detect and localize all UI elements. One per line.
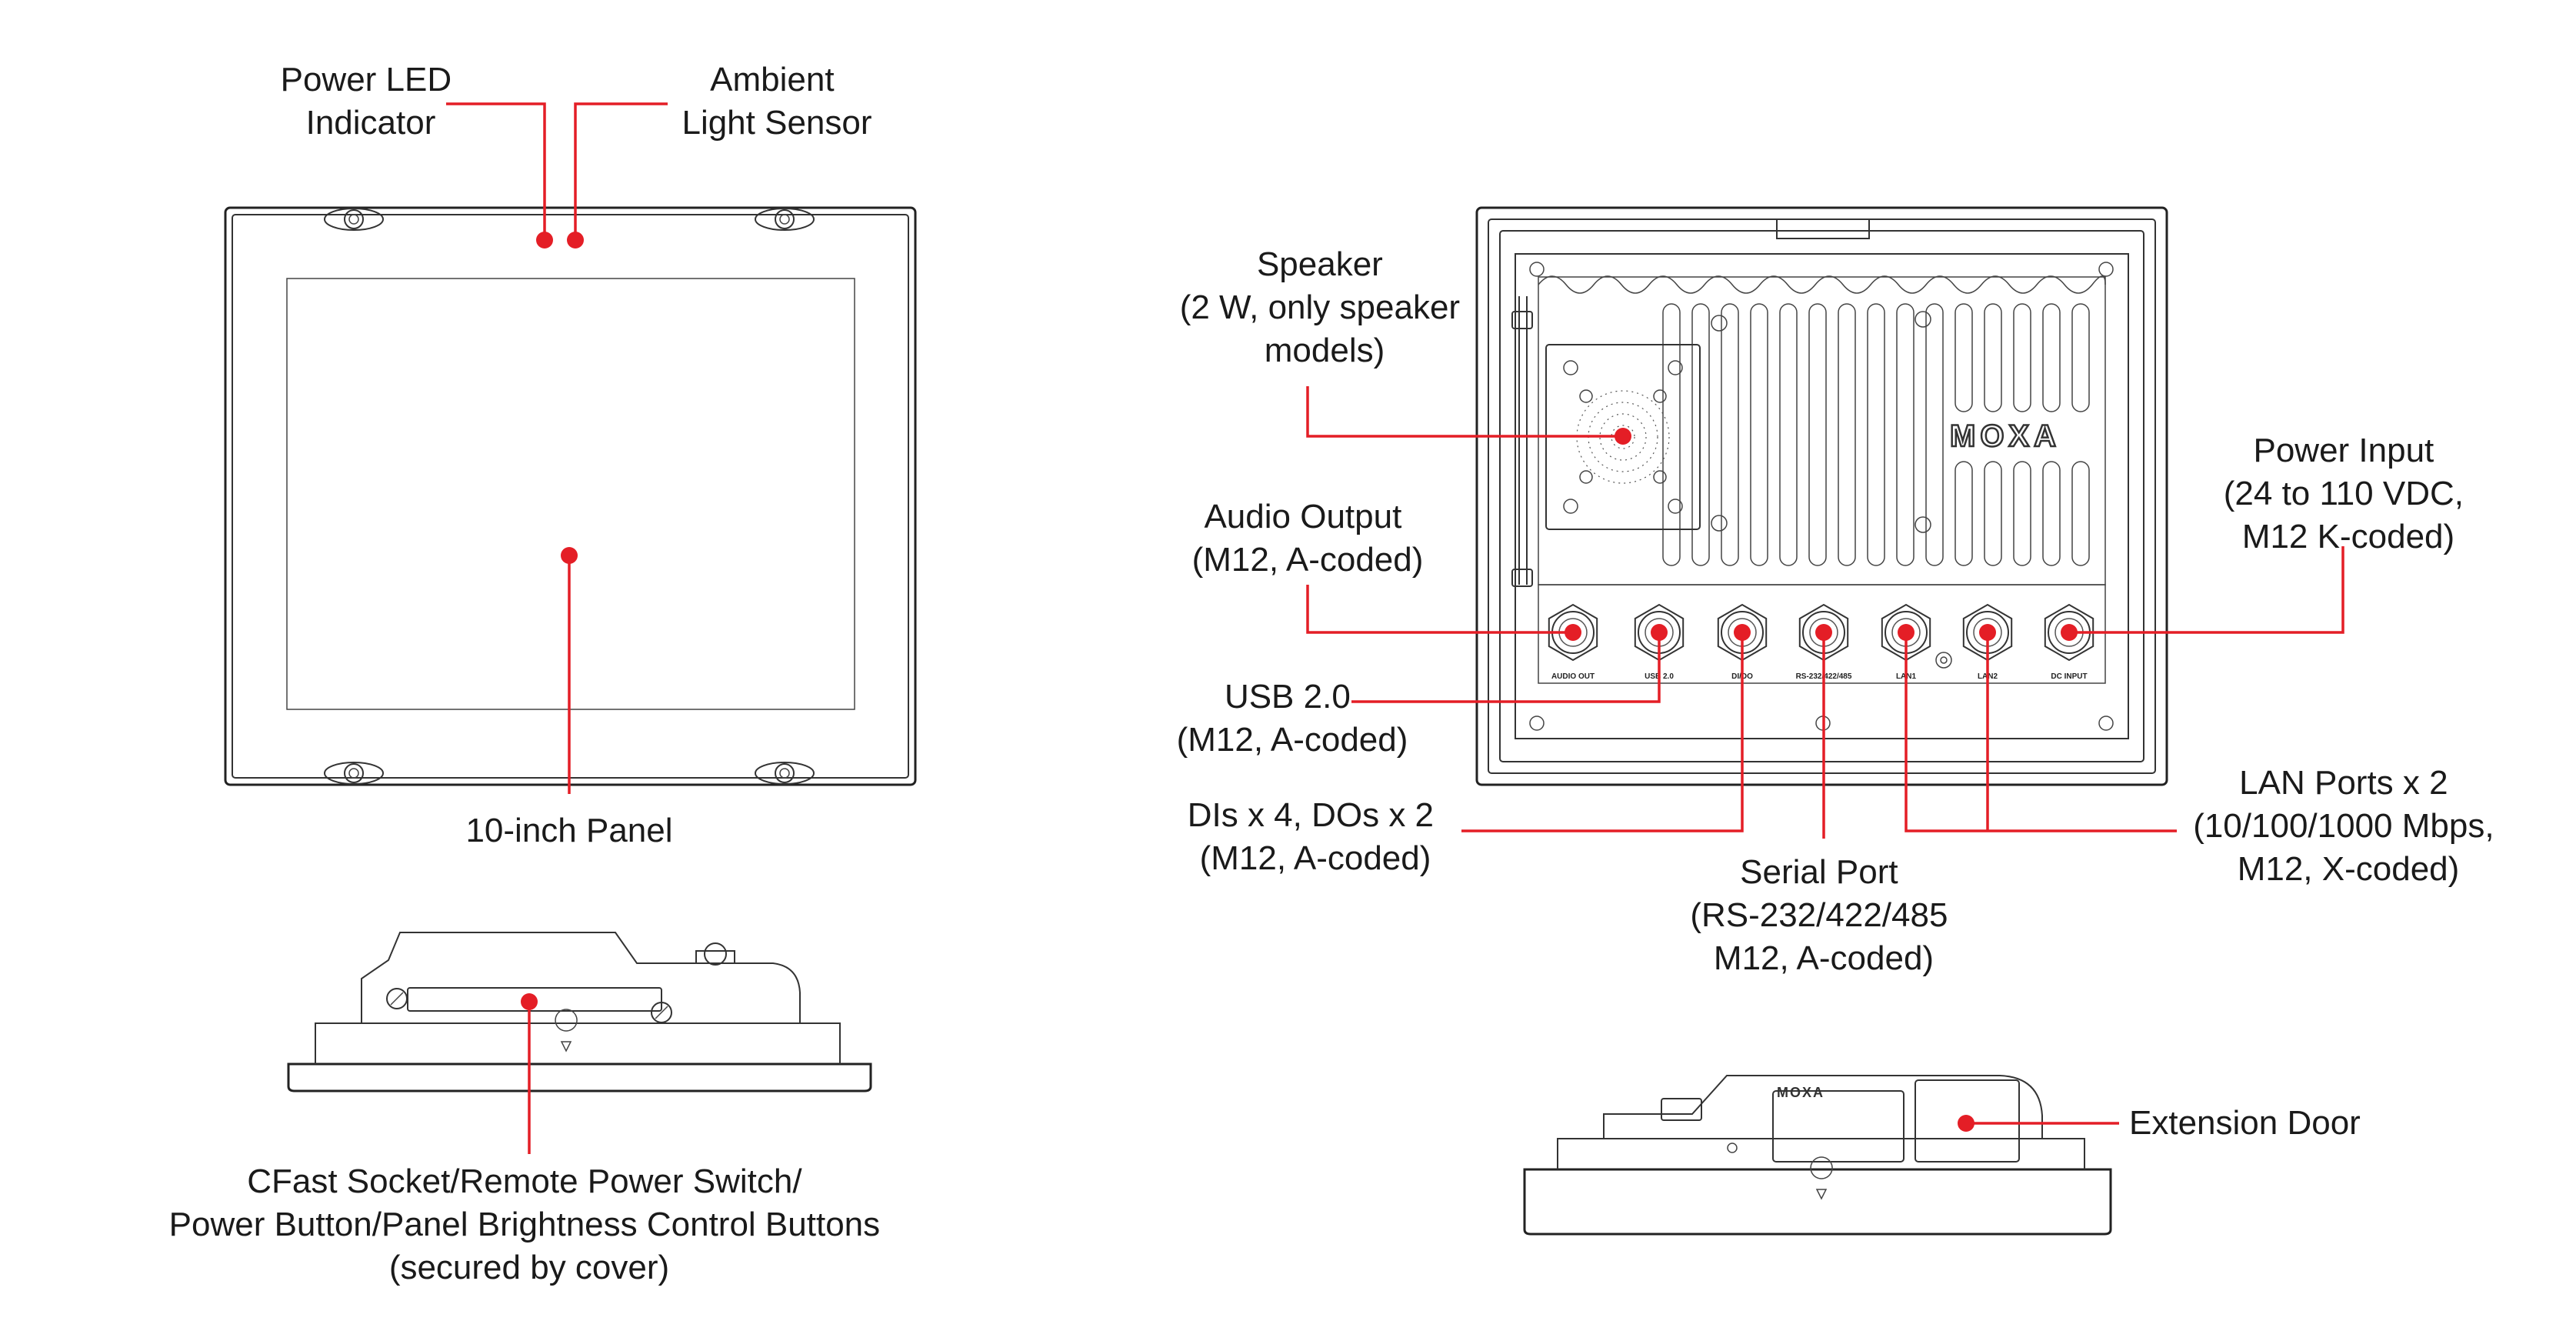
side-brand-logo: MOXA: [1777, 1085, 1825, 1100]
rear-corner-screws: [1529, 262, 2114, 731]
callout-dots: [521, 232, 1974, 1132]
cfast-cover-screws: [386, 988, 672, 1023]
label-speaker: Speaker (2 W, only speaker models): [1180, 245, 1470, 369]
dot-speaker: [1615, 428, 1631, 445]
label-usb: USB 2.0 (M12, A-coded): [1177, 678, 1408, 759]
leader-power-led: [446, 102, 546, 240]
dot-panel: [561, 547, 578, 564]
m12-port: AUDIO OUT: [1548, 603, 1598, 681]
dot-extension-door: [1958, 1115, 1974, 1132]
label-lan: LAN Ports x 2 (10/100/1000 Mbps, M12, X-…: [2193, 764, 2504, 888]
label-dio: DIs x 4, DOs x 2 (M12, A-coded): [1188, 796, 1444, 877]
m12-port: DC INPUT: [2044, 603, 2094, 681]
speaker-plate: [1545, 344, 1701, 530]
label-power-input: Power Input (24 to 110 VDC, M12 K-coded): [2224, 432, 2473, 555]
leader-lines: [446, 102, 2344, 1154]
leader-audio-output: [1306, 585, 1573, 634]
dot-cfast: [521, 993, 538, 1010]
label-extension-door: Extension Door: [2129, 1104, 2361, 1142]
front-screw-bosses: [324, 208, 815, 785]
rear-side-view: MOXA: [1523, 1075, 2112, 1236]
label-panel: 10-inch Panel: [465, 812, 672, 849]
label-ambient-light: Ambient Light Sensor: [681, 61, 871, 142]
leader-dio: [1461, 632, 1744, 832]
callout-labels: Power LED Indicator Ambient Light Sensor…: [169, 61, 2504, 1286]
label-audio-output: Audio Output (M12, A-coded): [1192, 498, 1424, 579]
label-cfast: CFast Socket/Remote Power Switch/ Power …: [169, 1163, 890, 1286]
label-power-led: Power LED Indicator: [281, 61, 462, 142]
label-serial: Serial Port (RS-232/422/485 M12, A-coded…: [1690, 853, 1957, 977]
leader-speaker: [1306, 386, 1623, 438]
leader-power-input: [2069, 546, 2344, 634]
rear-brand-logo: MOXA: [1950, 419, 2061, 453]
leader-lan: [1905, 632, 2177, 832]
port-label: DC INPUT: [2051, 672, 2087, 681]
leader-ambient-light: [574, 102, 668, 240]
leader-usb: [1351, 632, 1661, 703]
port-label: AUDIO OUT: [1551, 672, 1595, 681]
dot-ambient-light: [567, 232, 584, 249]
front-side-view: [287, 932, 872, 1092]
heatsink-fins: [1538, 275, 2106, 566]
dot-power-led: [536, 232, 553, 249]
